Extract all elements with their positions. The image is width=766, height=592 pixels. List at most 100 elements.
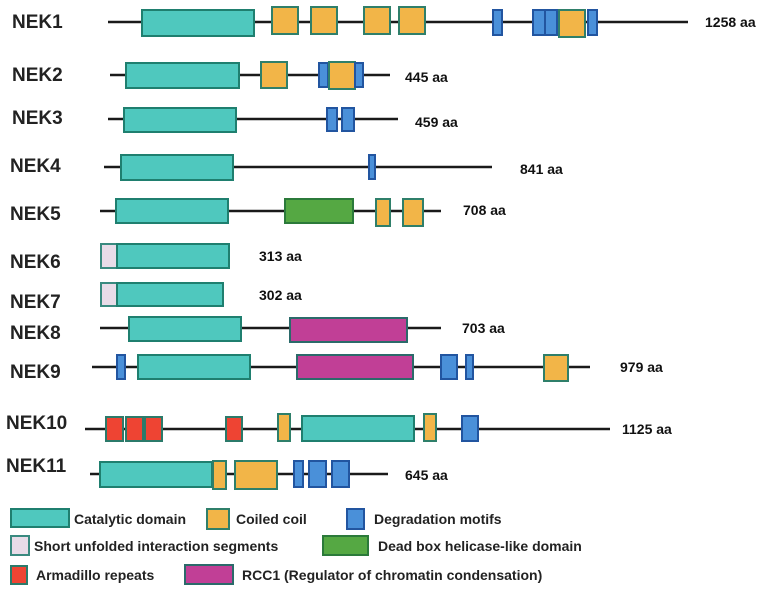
legend-swatch-suis [10, 535, 30, 556]
protein-row-nek4: NEK4 841 aa [10, 154, 563, 181]
degradation-motif [341, 107, 355, 132]
protein-name: NEK9 [10, 362, 61, 383]
protein-name: NEK10 [6, 413, 67, 434]
protein-length: 445 aa [405, 69, 448, 85]
armadillo-repeat [105, 416, 124, 442]
helicase-domain [284, 198, 354, 224]
degradation-motif [544, 9, 558, 36]
catalytic-domain [120, 154, 234, 181]
coiled-coil [423, 413, 437, 442]
legend-swatch-catalytic [10, 508, 70, 528]
legend-label: Armadillo repeats [36, 567, 154, 583]
protein-row-nek6: NEK6 313 aa [10, 243, 302, 273]
catalytic-domain [99, 461, 213, 488]
short-unfolded-segment [100, 243, 118, 269]
protein-length: 703 aa [462, 320, 505, 336]
protein-row-nek7: NEK7 302 aa [10, 282, 302, 313]
legend-item-suis: Short unfolded interaction segments [10, 535, 278, 556]
coiled-coil [260, 61, 288, 89]
legend-swatch-degradation [346, 508, 365, 530]
legend-item-catalytic: Catalytic domain [10, 508, 186, 528]
protein-name: NEK7 [10, 292, 61, 313]
protein-name: NEK1 [12, 12, 63, 33]
coiled-coil [375, 198, 391, 227]
protein-length: 645 aa [405, 467, 448, 483]
legend-item-armadillo: Armadillo repeats [10, 565, 154, 585]
legend-label: RCC1 (Regulator of chromatin condensatio… [242, 567, 542, 583]
protein-row-nek2: NEK2 445 aa [12, 61, 448, 90]
coiled-coil [234, 460, 278, 490]
coiled-coil [558, 9, 586, 38]
coiled-coil [402, 198, 424, 227]
catalytic-domain [123, 107, 237, 133]
legend-swatch-armadillo [10, 565, 28, 585]
coiled-coil [212, 460, 227, 490]
catalytic-domain [115, 198, 229, 224]
degradation-motif [440, 354, 458, 380]
catalytic-domain [116, 282, 224, 307]
protein-row-nek9: NEK9 979 aa [10, 354, 663, 383]
legend-label: Catalytic domain [74, 511, 186, 527]
coiled-coil [328, 61, 356, 90]
protein-length: 302 aa [259, 287, 302, 303]
protein-row-nek3: NEK3 459 aa [12, 107, 458, 133]
protein-length: 459 aa [415, 114, 458, 130]
armadillo-repeat [125, 416, 144, 442]
armadillo-repeat [144, 416, 163, 442]
catalytic-domain [128, 316, 242, 342]
degradation-motif [587, 9, 598, 36]
legend-label: Dead box helicase-like domain [378, 538, 582, 554]
degradation-motif [465, 354, 474, 380]
catalytic-domain [137, 354, 251, 380]
legend-item-helicase: Dead box helicase-like domain [322, 535, 582, 556]
coiled-coil [271, 6, 299, 35]
armadillo-repeat [225, 416, 243, 442]
protein-length: 708 aa [463, 202, 506, 218]
legend-item-degradation: Degradation motifs [346, 508, 502, 530]
degradation-motif [308, 460, 327, 488]
protein-row-nek5: NEK5 708 aa [10, 198, 506, 227]
coiled-coil [398, 6, 426, 35]
legend-swatch-helicase [322, 535, 369, 556]
legend-label: Coiled coil [236, 511, 307, 527]
legend-swatch-rcc1 [184, 564, 234, 585]
protein-name: NEK8 [10, 323, 61, 344]
degradation-motif [354, 62, 364, 88]
protein-length: 1125 aa [622, 421, 672, 437]
catalytic-domain [301, 415, 415, 442]
coiled-coil [543, 354, 569, 382]
short-unfolded-segment [100, 282, 118, 307]
degradation-motif [368, 154, 376, 180]
catalytic-domain [141, 9, 255, 37]
catalytic-domain [116, 243, 230, 269]
protein-name: NEK3 [12, 108, 63, 129]
degradation-motif [116, 354, 126, 380]
protein-name: NEK4 [10, 156, 61, 177]
protein-name: NEK2 [12, 65, 63, 86]
degradation-motif [326, 107, 338, 132]
protein-name: NEK5 [10, 204, 61, 225]
coiled-coil [277, 413, 291, 442]
catalytic-domain [125, 62, 240, 89]
protein-length: 841 aa [520, 161, 563, 177]
protein-name: NEK11 [6, 456, 67, 477]
legend-label: Degradation motifs [374, 511, 502, 527]
legend-swatch-coiled [206, 508, 230, 530]
legend: Catalytic domain Coiled coil Degradation… [10, 508, 582, 585]
protein-length: 979 aa [620, 359, 663, 375]
protein-length: 313 aa [259, 248, 302, 264]
degradation-motif [331, 460, 350, 488]
degradation-motif [532, 9, 546, 36]
degradation-motif [492, 9, 503, 36]
rcc1-domain [289, 317, 408, 343]
rcc1-domain [296, 354, 414, 380]
legend-item-coiled: Coiled coil [206, 508, 307, 530]
protein-row-nek1: NEK1 1258 aa [12, 6, 756, 38]
degradation-motif [293, 460, 304, 488]
degradation-motif [318, 62, 329, 88]
degradation-motif [461, 415, 479, 442]
coiled-coil [310, 6, 338, 35]
coiled-coil [363, 6, 391, 35]
protein-length: 1258 aa [705, 14, 756, 30]
